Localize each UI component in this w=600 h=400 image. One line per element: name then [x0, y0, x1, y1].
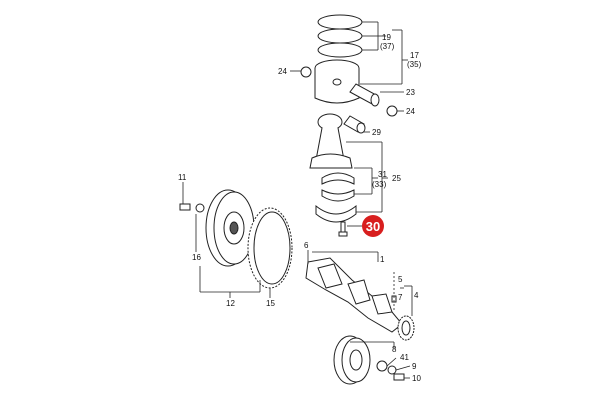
- callout-11: 11: [178, 173, 187, 182]
- callout-24-right: 24: [406, 107, 415, 116]
- callout-23: 23: [406, 88, 415, 97]
- connecting-rod: [309, 113, 353, 169]
- callout-33: (33): [372, 180, 387, 189]
- leader-lines: [182, 21, 413, 379]
- callout-1: 1: [380, 255, 385, 264]
- crank-pulley: [333, 335, 371, 385]
- callout-12: 12: [226, 299, 235, 308]
- snap-ring-left: [300, 66, 312, 78]
- callout-25: 25: [392, 174, 401, 183]
- rod-cap: [315, 204, 357, 223]
- highlight-badge: [362, 215, 384, 237]
- callout-4: 4: [414, 291, 419, 300]
- callout-8: 8: [392, 345, 397, 354]
- callout-35: (35): [407, 60, 422, 69]
- callout-41: 41: [400, 353, 409, 362]
- callout-6: 6: [304, 241, 309, 250]
- callout-29: 29: [372, 128, 381, 137]
- pulley-washer: [387, 365, 397, 375]
- piston-pin: [349, 83, 380, 107]
- callout-24-left: 24: [278, 67, 287, 76]
- pulley-bolt: [393, 373, 405, 381]
- highlight-label: 30: [366, 219, 380, 234]
- highlight-callout-30[interactable]: 30: [347, 215, 384, 237]
- callout-labels: 19 (37) 17 (35) 24 23 24 29 31 (33) 25 1…: [178, 33, 422, 383]
- small-end-bushing: [343, 115, 366, 134]
- o-ring: [376, 360, 388, 372]
- crank-gear: [397, 315, 415, 341]
- snap-ring-right: [386, 105, 398, 117]
- flywheel-bolt: [179, 203, 205, 213]
- ring-gear: [247, 207, 293, 289]
- callout-17: 17: [410, 51, 419, 60]
- piston-rings: [317, 14, 363, 58]
- callout-5: 5: [398, 275, 403, 284]
- piston: [314, 59, 360, 104]
- crankshaft: [305, 257, 403, 333]
- callout-10: 10: [412, 374, 421, 383]
- rod-bolt: [338, 221, 348, 237]
- callout-31: 31: [378, 170, 387, 179]
- callout-37: (37): [380, 42, 395, 51]
- callout-15: 15: [266, 299, 275, 308]
- flywheel: [205, 189, 255, 267]
- callout-9: 9: [412, 362, 417, 371]
- callout-16: 16: [192, 253, 201, 262]
- bearing-shells: [321, 172, 355, 202]
- callout-7: 7: [398, 293, 403, 302]
- callout-19: 19: [382, 33, 391, 42]
